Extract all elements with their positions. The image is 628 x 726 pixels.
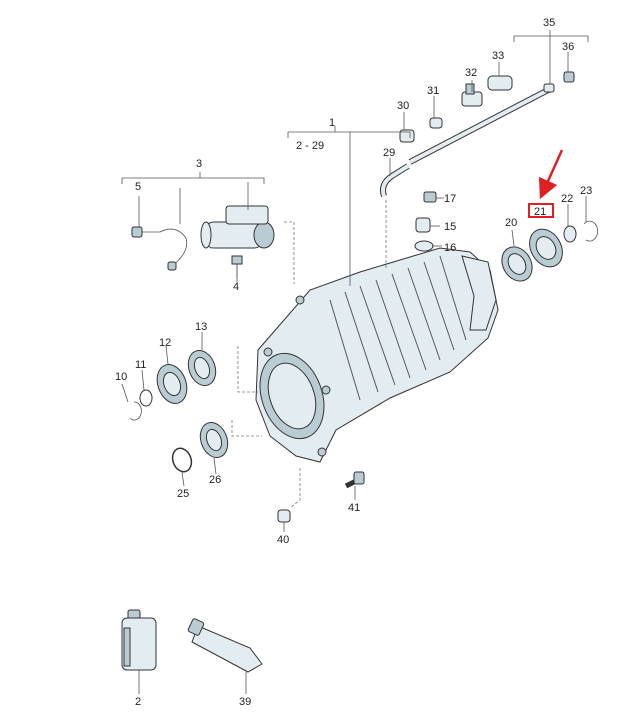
callout-35: 35 bbox=[543, 17, 555, 29]
callout-25: 25 bbox=[177, 488, 189, 500]
washer-16 bbox=[414, 240, 434, 252]
actuator-motor bbox=[200, 205, 275, 249]
callout-17: 17 bbox=[444, 193, 456, 205]
bracket-32 bbox=[461, 83, 483, 107]
callout-16: 16 bbox=[444, 242, 456, 254]
bracket-33 bbox=[487, 75, 513, 91]
callout-29: 29 bbox=[383, 147, 395, 159]
callout-21: 21 bbox=[534, 206, 546, 218]
callout-3: 3 bbox=[196, 158, 202, 170]
bolt-41 bbox=[344, 471, 365, 489]
callout-20: 20 bbox=[505, 217, 517, 229]
callout-13: 13 bbox=[195, 321, 207, 333]
clip-31 bbox=[429, 117, 443, 129]
o-ring-22 bbox=[563, 225, 577, 243]
callout-32: 32 bbox=[465, 67, 477, 79]
callout-40: 40 bbox=[277, 534, 289, 546]
transfer-case-housing bbox=[255, 247, 499, 463]
callout-5: 5 bbox=[135, 181, 141, 193]
callout-30: 30 bbox=[397, 100, 409, 112]
seal-26 bbox=[199, 422, 229, 458]
callout-33: 33 bbox=[492, 50, 504, 62]
circlip-10 bbox=[129, 401, 142, 421]
callout-11: 11 bbox=[135, 359, 146, 371]
clip-30 bbox=[399, 129, 415, 143]
seal-13 bbox=[187, 350, 217, 386]
callout-26: 26 bbox=[209, 474, 221, 486]
callout-12: 12 bbox=[159, 337, 171, 349]
seal-12 bbox=[156, 364, 188, 404]
seal-21 bbox=[529, 228, 563, 268]
callout-31: 31 bbox=[427, 85, 439, 97]
seal-20 bbox=[501, 246, 533, 282]
wiring-harness bbox=[131, 226, 188, 271]
callout-36: 36 bbox=[562, 41, 574, 53]
callout-4: 4 bbox=[233, 281, 239, 293]
callout-41: 41 bbox=[348, 502, 360, 514]
callout-1: 1 bbox=[329, 117, 335, 129]
plug-17 bbox=[423, 191, 437, 203]
o-ring-25 bbox=[171, 447, 193, 473]
callout-1-range: 2 - 29 bbox=[296, 140, 324, 152]
callout-2: 2 bbox=[135, 696, 141, 708]
vent-tube bbox=[380, 85, 554, 197]
plug-15 bbox=[415, 217, 431, 233]
callout-23: 23 bbox=[580, 185, 592, 197]
vent-valve-36 bbox=[543, 71, 575, 93]
callout-10: 10 bbox=[115, 371, 127, 383]
callout-15: 15 bbox=[444, 221, 456, 233]
highlight-box bbox=[528, 203, 554, 218]
oil-bottle bbox=[121, 609, 157, 671]
callout-22: 22 bbox=[561, 193, 573, 205]
callout-39: 39 bbox=[239, 696, 251, 708]
o-ring-11 bbox=[139, 389, 153, 407]
highlight-arrow bbox=[538, 149, 564, 200]
circlip-23 bbox=[583, 220, 599, 242]
nut-40 bbox=[277, 509, 291, 523]
grease-tube bbox=[187, 618, 263, 673]
